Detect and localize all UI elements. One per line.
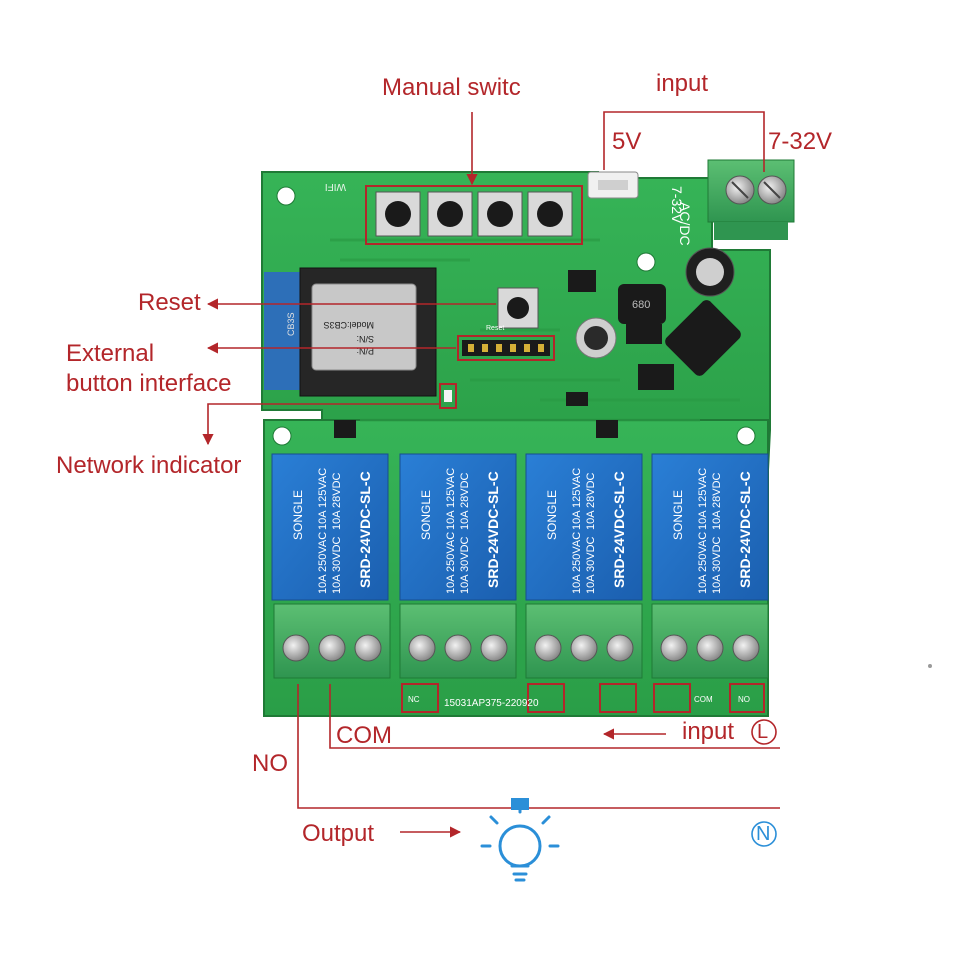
power-components: 680 [334, 247, 741, 438]
relay-4-model: SRD-24VDC-SL-C [737, 471, 753, 588]
relay-4-rating-4: 10A 28VDC [711, 472, 723, 530]
module-side-label: CB3S [286, 312, 296, 336]
manual-switch-4[interactable] [527, 191, 573, 237]
relay-3-rating-2: 10A 30VDC [585, 536, 597, 594]
inductor-label: 680 [632, 299, 650, 311]
manual-switch-1[interactable] [375, 191, 421, 237]
relay-1-brand: SONGLE [291, 490, 305, 540]
relay-3-rating-3: 10A 125VAC [571, 468, 583, 530]
relay-2-rating-1: 10A 250VAC [445, 532, 457, 594]
relay-4-brand: SONGLE [671, 490, 685, 540]
manual-switch-group [365, 185, 583, 245]
silkscreen-wifi: WIFI [325, 181, 346, 192]
relay-2-rating-2: 10A 30VDC [459, 536, 471, 594]
neutral-symbol-icon [751, 821, 777, 847]
relay-3-model: SRD-24VDC-SL-C [611, 471, 627, 588]
module-sn-label: S/N: [356, 334, 374, 344]
relay-2-rating-3: 10A 125VAC [445, 468, 457, 530]
light-bulb-icon [480, 802, 560, 882]
relay-1-rating-2: 10A 30VDC [331, 536, 343, 594]
terminal-block-4 [651, 603, 769, 679]
usb-5v-connector [587, 171, 639, 199]
input-top-label: input [656, 70, 709, 97]
relay-3-rating-4: 10A 28VDC [585, 472, 597, 530]
output-label: Output [302, 820, 375, 847]
relay-1-rating-1: 10A 250VAC [317, 532, 329, 594]
power-terminal [707, 159, 795, 240]
terminal-silkscreen: NC COM NO 15031AP375-220920 [401, 683, 765, 713]
relay-1: SRD-24VDC-SL-C SONGLE 10A 250VAC 10A 30V… [271, 453, 389, 601]
wifi-module: Model:CB3S S/N: P/N: CB3S [264, 267, 437, 397]
relay-2-brand: SONGLE [419, 490, 433, 540]
lamp-socket [511, 798, 529, 810]
relay-3-brand: SONGLE [545, 490, 559, 540]
relay-4: SRD-24VDC-SL-C SONGLE 10A 250VAC 10A 30V… [651, 453, 769, 601]
live-symbol-icon [751, 719, 777, 745]
annotation-lines [202, 111, 780, 838]
board-code: 15031AP375-220920 [444, 698, 539, 709]
com-label: COM [336, 722, 392, 749]
external-label-line2: button interface [66, 370, 232, 397]
module-pn-label: P/N: [356, 346, 374, 356]
relay-4-rating-2: 10A 30VDC [711, 536, 723, 594]
no-label: NO [252, 750, 288, 777]
relay-2: SRD-24VDC-SL-C SONGLE 10A 250VAC 10A 30V… [399, 453, 517, 601]
relay-4-rating-3: 10A 125VAC [697, 468, 709, 530]
relay-3: SRD-24VDC-SL-C SONGLE 10A 250VAC 10A 30V… [525, 453, 643, 601]
relay-2-rating-4: 10A 28VDC [459, 472, 471, 530]
manual-switch-3[interactable] [477, 191, 523, 237]
network-indicator-label: Network indicator [56, 452, 242, 479]
neutral-symbol-label: N [756, 823, 771, 845]
stray-dot [928, 664, 932, 668]
external-button-header [457, 335, 555, 361]
voltage-7-32v-label: 7-32V [768, 128, 833, 155]
reset-label: Reset [138, 289, 201, 316]
relay-2-model: SRD-24VDC-SL-C [485, 471, 501, 588]
reset-button[interactable] [497, 287, 539, 329]
relay-3-rating-1: 10A 250VAC [571, 532, 583, 594]
terminal-block-2 [399, 603, 517, 679]
manual-switch-label: Manual switc [382, 74, 521, 101]
manual-switch-2[interactable] [427, 191, 473, 237]
external-label-line1: External [66, 340, 155, 367]
input-l-label: input [682, 718, 735, 745]
reset-pad-label: Reset [486, 325, 504, 332]
terminal-block-1 [273, 603, 391, 679]
network-indicator-led [439, 383, 457, 409]
voltage-5v-label: 5V [612, 128, 642, 155]
module-model-label: Model:CB3S [323, 320, 374, 330]
relay-1-rating-3: 10A 125VAC [317, 468, 329, 530]
silkscreen-power: 7-32V [669, 186, 685, 224]
live-symbol-label: L [757, 721, 769, 743]
relay-1-model: SRD-24VDC-SL-C [357, 471, 373, 588]
relay-4-rating-1: 10A 250VAC [697, 532, 709, 594]
terminal-label-nc: NC [408, 695, 420, 704]
silkscreen-acdc: AC/DC [677, 202, 693, 246]
terminal-label-com: COM [694, 695, 713, 704]
relay-1-rating-4: 10A 28VDC [331, 472, 343, 530]
terminal-block-3 [525, 603, 643, 679]
terminal-label-no: NO [738, 695, 750, 704]
